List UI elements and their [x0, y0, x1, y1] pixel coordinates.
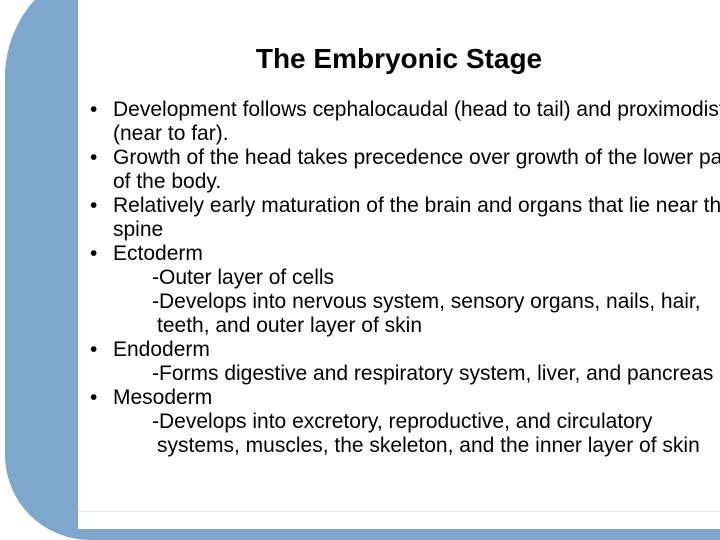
- bullet-line: • Development follows cephalocaudal (hea…: [90, 98, 720, 122]
- bullet-line-wrap: of the body.: [90, 170, 718, 194]
- bullet-line: • Ectoderm: [90, 242, 718, 266]
- bullet-text: Mesoderm: [113, 386, 213, 409]
- bullet-text: Endoderm: [113, 338, 210, 361]
- sub-item-text: systems, muscles, the skeleton, and the …: [157, 434, 700, 457]
- bullet-line: • Endoderm: [90, 338, 718, 362]
- bullet-text: Development follows cephalocaudal (head …: [113, 98, 720, 121]
- bullet-line-wrap: (near to far).: [90, 122, 718, 146]
- bullet-line: • Relatively early maturation of the bra…: [90, 194, 720, 218]
- bullet-text: Relatively early maturation of the brain…: [113, 194, 720, 217]
- bullet-line: • Mesoderm: [90, 386, 718, 410]
- slide-title: The Embryonic Stage: [255, 43, 543, 74]
- sub-item-text: -Outer layer of cells: [152, 266, 335, 289]
- sub-item-text: -Develops into excretory, reproductive, …: [152, 410, 653, 433]
- bullet-dot-icon: •: [90, 386, 98, 409]
- bullet-line-wrap: spine: [90, 218, 718, 242]
- sub-item-line-wrap: teeth, and outer layer of skin: [90, 314, 718, 338]
- bullet-text: of the body.: [113, 170, 222, 193]
- bullet-text: Ectoderm: [113, 242, 203, 265]
- bullet-line: • Growth of the head takes precedence ov…: [90, 146, 720, 170]
- sub-item-line: -Develops into nervous system, sensory o…: [90, 290, 718, 314]
- sub-item-line: -Outer layer of cells: [90, 266, 718, 290]
- bullet-dot-icon: •: [90, 242, 98, 265]
- sub-item-text: -Forms digestive and respiratory system,…: [152, 362, 714, 385]
- sub-item-text: -Develops into nervous system, sensory o…: [152, 290, 701, 313]
- sub-item-line: -Forms digestive and respiratory system,…: [90, 362, 718, 386]
- bullet-text: (near to far).: [113, 122, 229, 145]
- sub-item-line: -Develops into excretory, reproductive, …: [90, 410, 718, 434]
- bullet-dot-icon: •: [90, 98, 98, 121]
- slide-body: • Development follows cephalocaudal (hea…: [90, 98, 720, 458]
- bullet-text: Growth of the head takes precedence over…: [113, 146, 720, 169]
- bullet-dot-icon: •: [90, 146, 98, 169]
- bullet-dot-icon: •: [90, 338, 98, 361]
- bullet-dot-icon: •: [90, 194, 98, 217]
- bullet-text: spine: [113, 218, 164, 241]
- content-panel: [78, 0, 720, 529]
- content-bottom-edge: [78, 511, 720, 512]
- sub-item-text: teeth, and outer layer of skin: [157, 314, 422, 337]
- sub-item-line-wrap: systems, muscles, the skeleton, and the …: [90, 434, 718, 458]
